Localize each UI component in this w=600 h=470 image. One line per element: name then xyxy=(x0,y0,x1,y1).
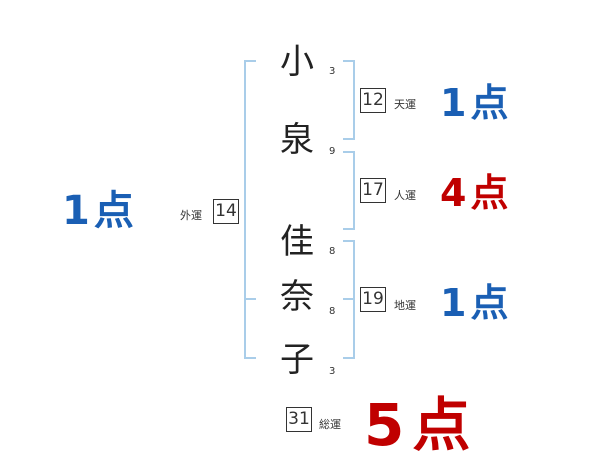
outer-bracket-mid xyxy=(244,298,256,300)
jin-value-box: 17 xyxy=(360,178,386,203)
outer-bracket-top xyxy=(244,60,256,62)
jin-bracket-top xyxy=(343,151,355,153)
name-char: 泉 xyxy=(280,120,314,160)
stroke-count: 8 xyxy=(329,306,336,317)
gai-label: 外運 xyxy=(180,209,202,222)
ten-value-box: 12 xyxy=(360,88,386,113)
name-char: 佳 xyxy=(280,222,314,262)
ten-label: 天運 xyxy=(394,98,416,111)
stroke-count: 9 xyxy=(329,146,336,157)
ten-score: 1点 xyxy=(440,81,513,125)
jin-label: 人運 xyxy=(394,189,416,202)
ten-bracket-top xyxy=(343,60,355,62)
outer-bracket-bottom xyxy=(244,357,256,359)
chi-bracket-bottom xyxy=(343,357,355,359)
name-char: 奈 xyxy=(280,277,314,317)
stroke-count: 8 xyxy=(329,246,336,257)
ten-bracket-bottom xyxy=(343,138,355,140)
chi-bracket-top xyxy=(343,240,355,242)
stroke-count: 3 xyxy=(329,66,336,77)
jin-bracket xyxy=(353,151,355,230)
gai-value-box: 14 xyxy=(213,199,239,224)
gai-score: 1点 xyxy=(62,188,138,234)
outer-bracket xyxy=(244,60,246,359)
sou-label: 総運 xyxy=(319,418,341,431)
chi-value-box: 19 xyxy=(360,287,386,312)
jin-score: 4点 xyxy=(440,171,513,215)
name-char: 子 xyxy=(280,340,314,380)
stroke-count: 3 xyxy=(329,366,336,377)
chi-bracket-mid xyxy=(343,298,355,300)
sou-score: 5点 xyxy=(364,391,479,459)
name-char: 小 xyxy=(280,42,314,82)
sou-value-box: 31 xyxy=(286,407,312,432)
chi-score: 1点 xyxy=(440,281,513,325)
chi-label: 地運 xyxy=(394,299,416,312)
jin-bracket-bottom xyxy=(343,228,355,230)
ten-bracket xyxy=(353,60,355,140)
